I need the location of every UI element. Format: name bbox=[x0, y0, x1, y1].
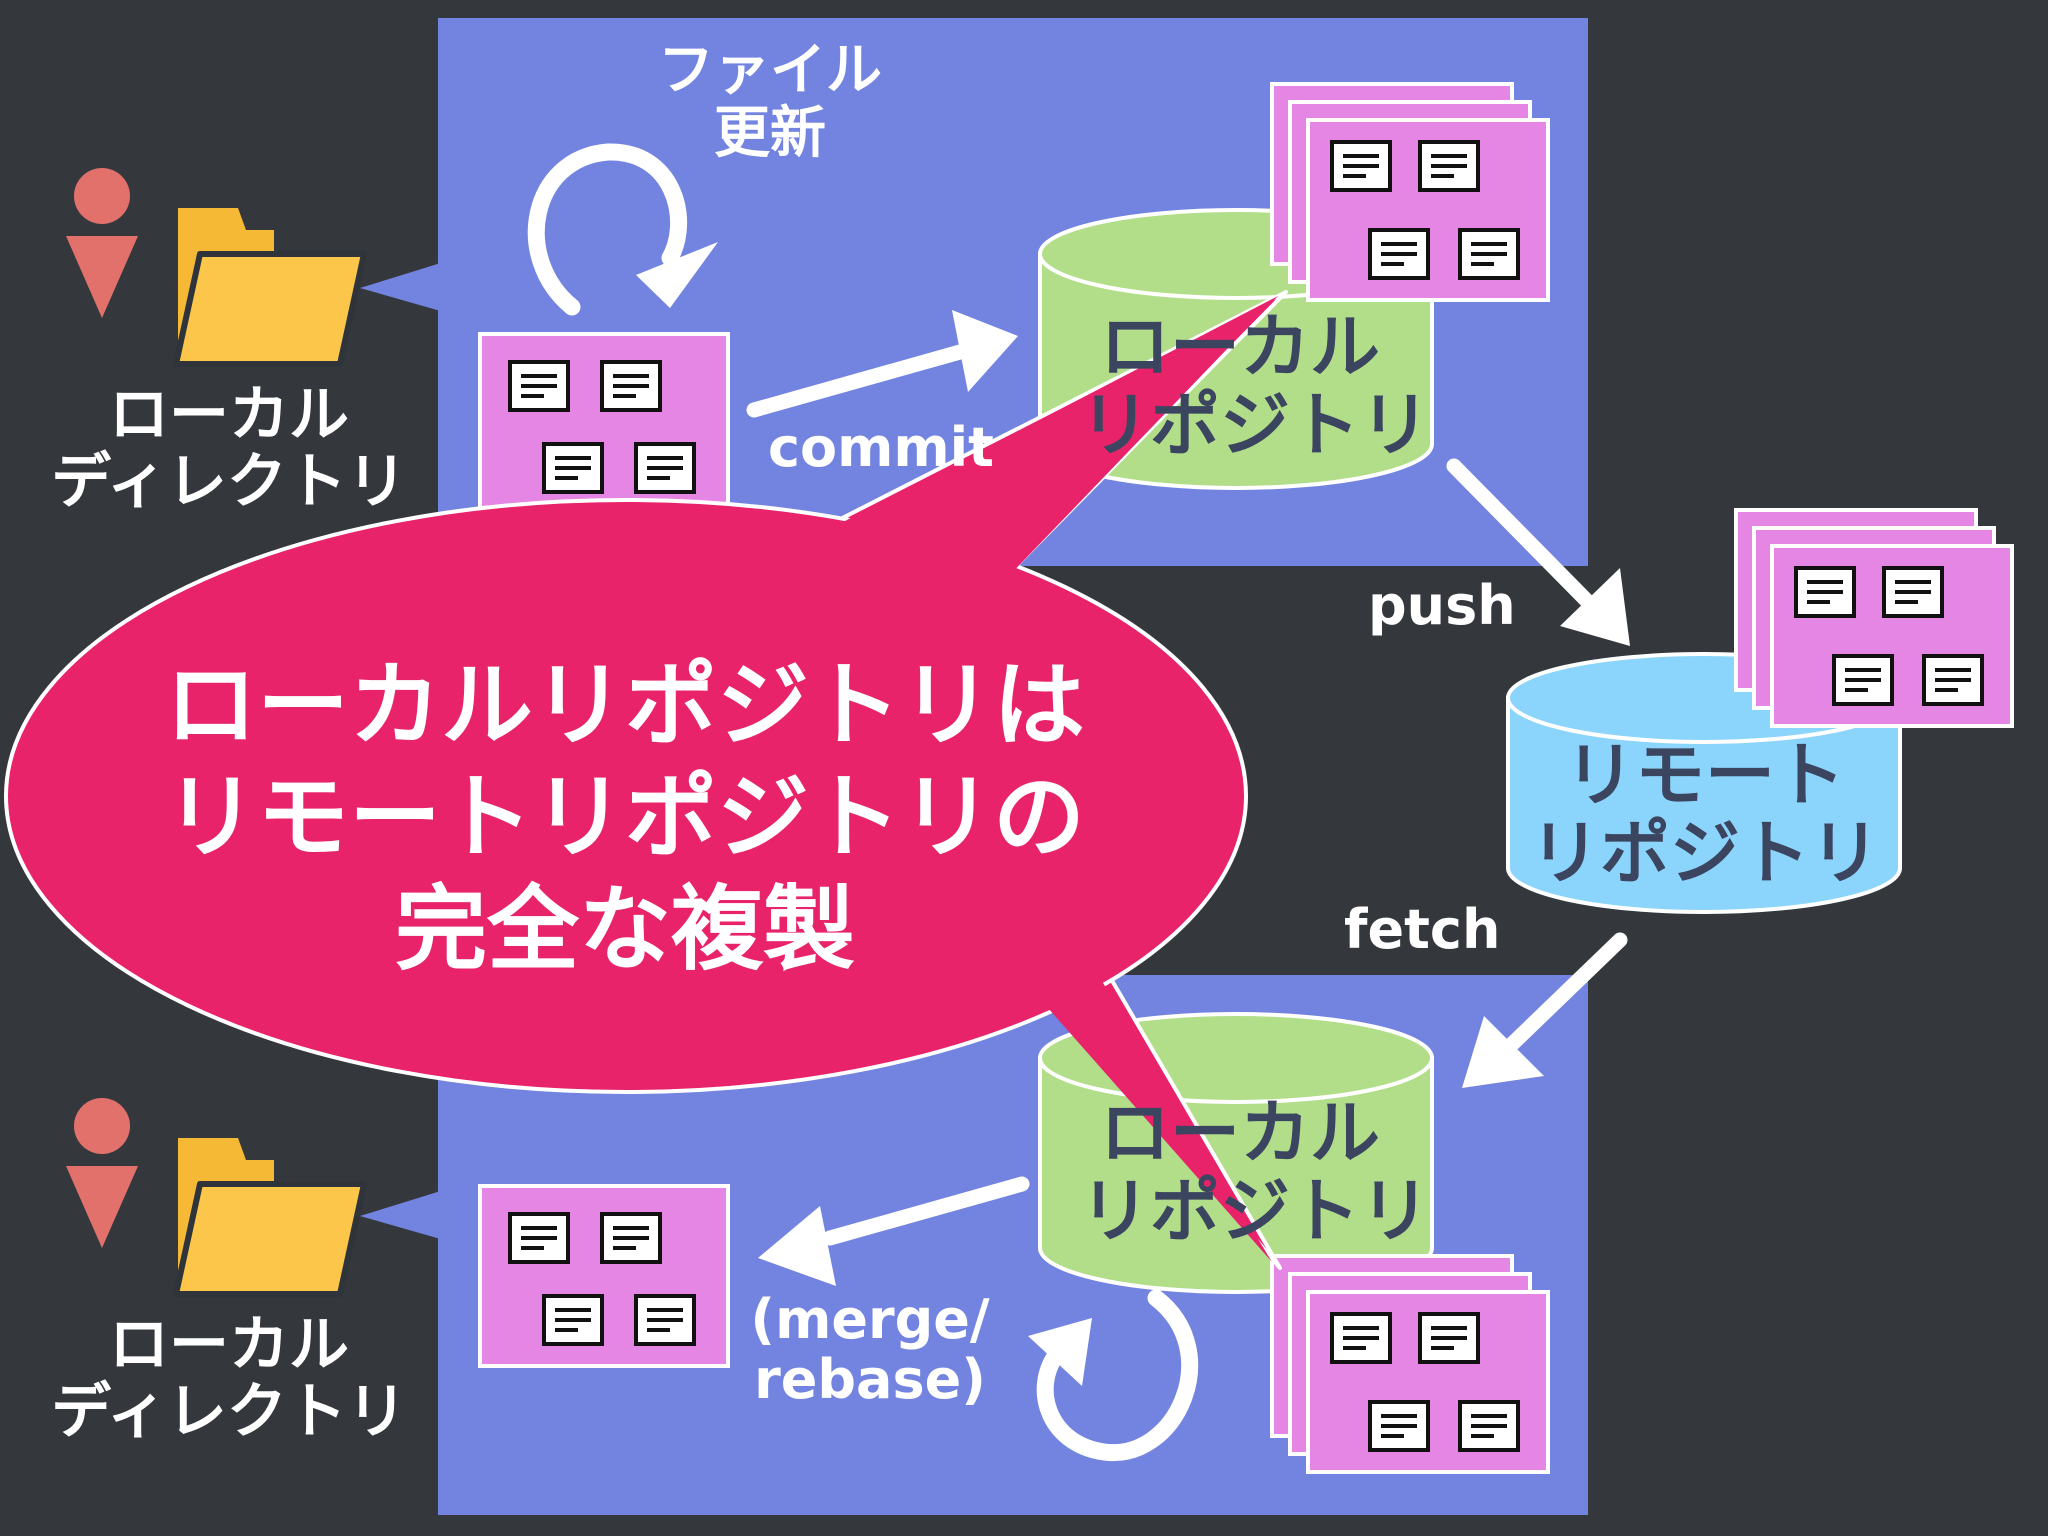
file-update-label: ファイル 更新 bbox=[658, 38, 882, 166]
arrow-icon bbox=[1462, 932, 1628, 1088]
arrow-icon bbox=[1446, 458, 1630, 646]
file-card-stack bbox=[1272, 1256, 1548, 1472]
commit-label: commit bbox=[768, 416, 994, 479]
refresh-arrow-icon bbox=[1036, 1289, 1199, 1462]
refresh-arrowhead bbox=[636, 242, 718, 308]
push-label: push bbox=[1368, 574, 1516, 637]
callout-text: ローカルリポジトリは リモートリポジトリの 完全な複製 bbox=[164, 652, 1085, 984]
person-icon bbox=[66, 1098, 138, 1248]
arrow-icon bbox=[758, 1176, 1030, 1286]
callout-bubble bbox=[4, 290, 1288, 1270]
local-repository-label: ローカル リポジトリ bbox=[1080, 1092, 1430, 1253]
folder-icon bbox=[176, 1138, 364, 1294]
merge-rebase-label: (merge/ rebase) bbox=[750, 1288, 990, 1412]
remote-repository-label: リモート リポジトリ bbox=[1530, 734, 1880, 895]
refresh-arrowhead bbox=[1028, 1318, 1092, 1386]
refresh-arrow-icon bbox=[527, 143, 688, 316]
file-card bbox=[480, 334, 728, 514]
file-card bbox=[480, 1186, 728, 1366]
file-card-stack bbox=[1272, 84, 1548, 300]
folder-icon bbox=[176, 208, 364, 364]
file-card-stack bbox=[1736, 510, 2012, 726]
directory-pointer-top bbox=[360, 262, 444, 312]
person-icon bbox=[66, 168, 138, 318]
local-directory-label: ローカル ディレクトリ bbox=[51, 380, 407, 518]
arrow-icon bbox=[746, 310, 1018, 418]
directory-pointer-bottom bbox=[360, 1190, 444, 1240]
local-directory-label: ローカル ディレクトリ bbox=[51, 1310, 407, 1448]
local-repository-label: ローカル リポジトリ bbox=[1080, 306, 1430, 467]
fetch-label: fetch bbox=[1344, 898, 1501, 961]
